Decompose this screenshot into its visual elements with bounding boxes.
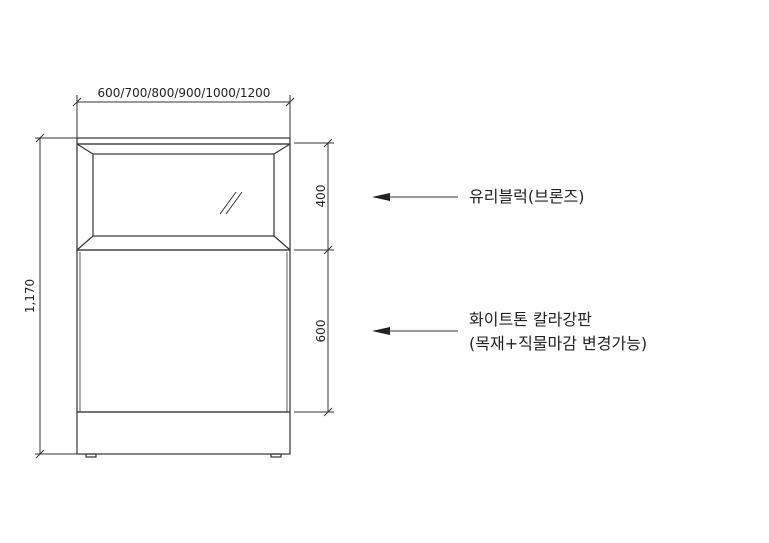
width-label: 600/700/800/900/1000/1200 [98,86,271,100]
foot-right [270,453,282,458]
section-height-dimensions [294,138,334,417]
lower-height-label: 600 [314,320,328,343]
glass-frame-outer [76,143,291,251]
glass-callout-arrow [372,193,458,201]
glass-panel [92,153,275,237]
lower-panel [76,249,291,413]
body-callout-arrow [372,327,458,335]
foot-left [85,453,97,458]
upper-height-label: 400 [314,185,328,208]
cabinet-base [76,411,291,455]
total-height-dimension [35,133,78,459]
width-dimension [72,95,295,138]
total-height-label: 1,170 [23,279,37,313]
cabinet [76,137,291,458]
glass-callout-label: 유리블럭(브론즈) [469,187,585,206]
body-callout-label-line2: (목재+직물마감 변경가능) [469,334,647,353]
body-callout-label-line1: 화이트톤 칼라강판 [469,310,592,329]
glass-reflection-icon [219,191,243,215]
cabinet-top-slab [76,137,291,145]
